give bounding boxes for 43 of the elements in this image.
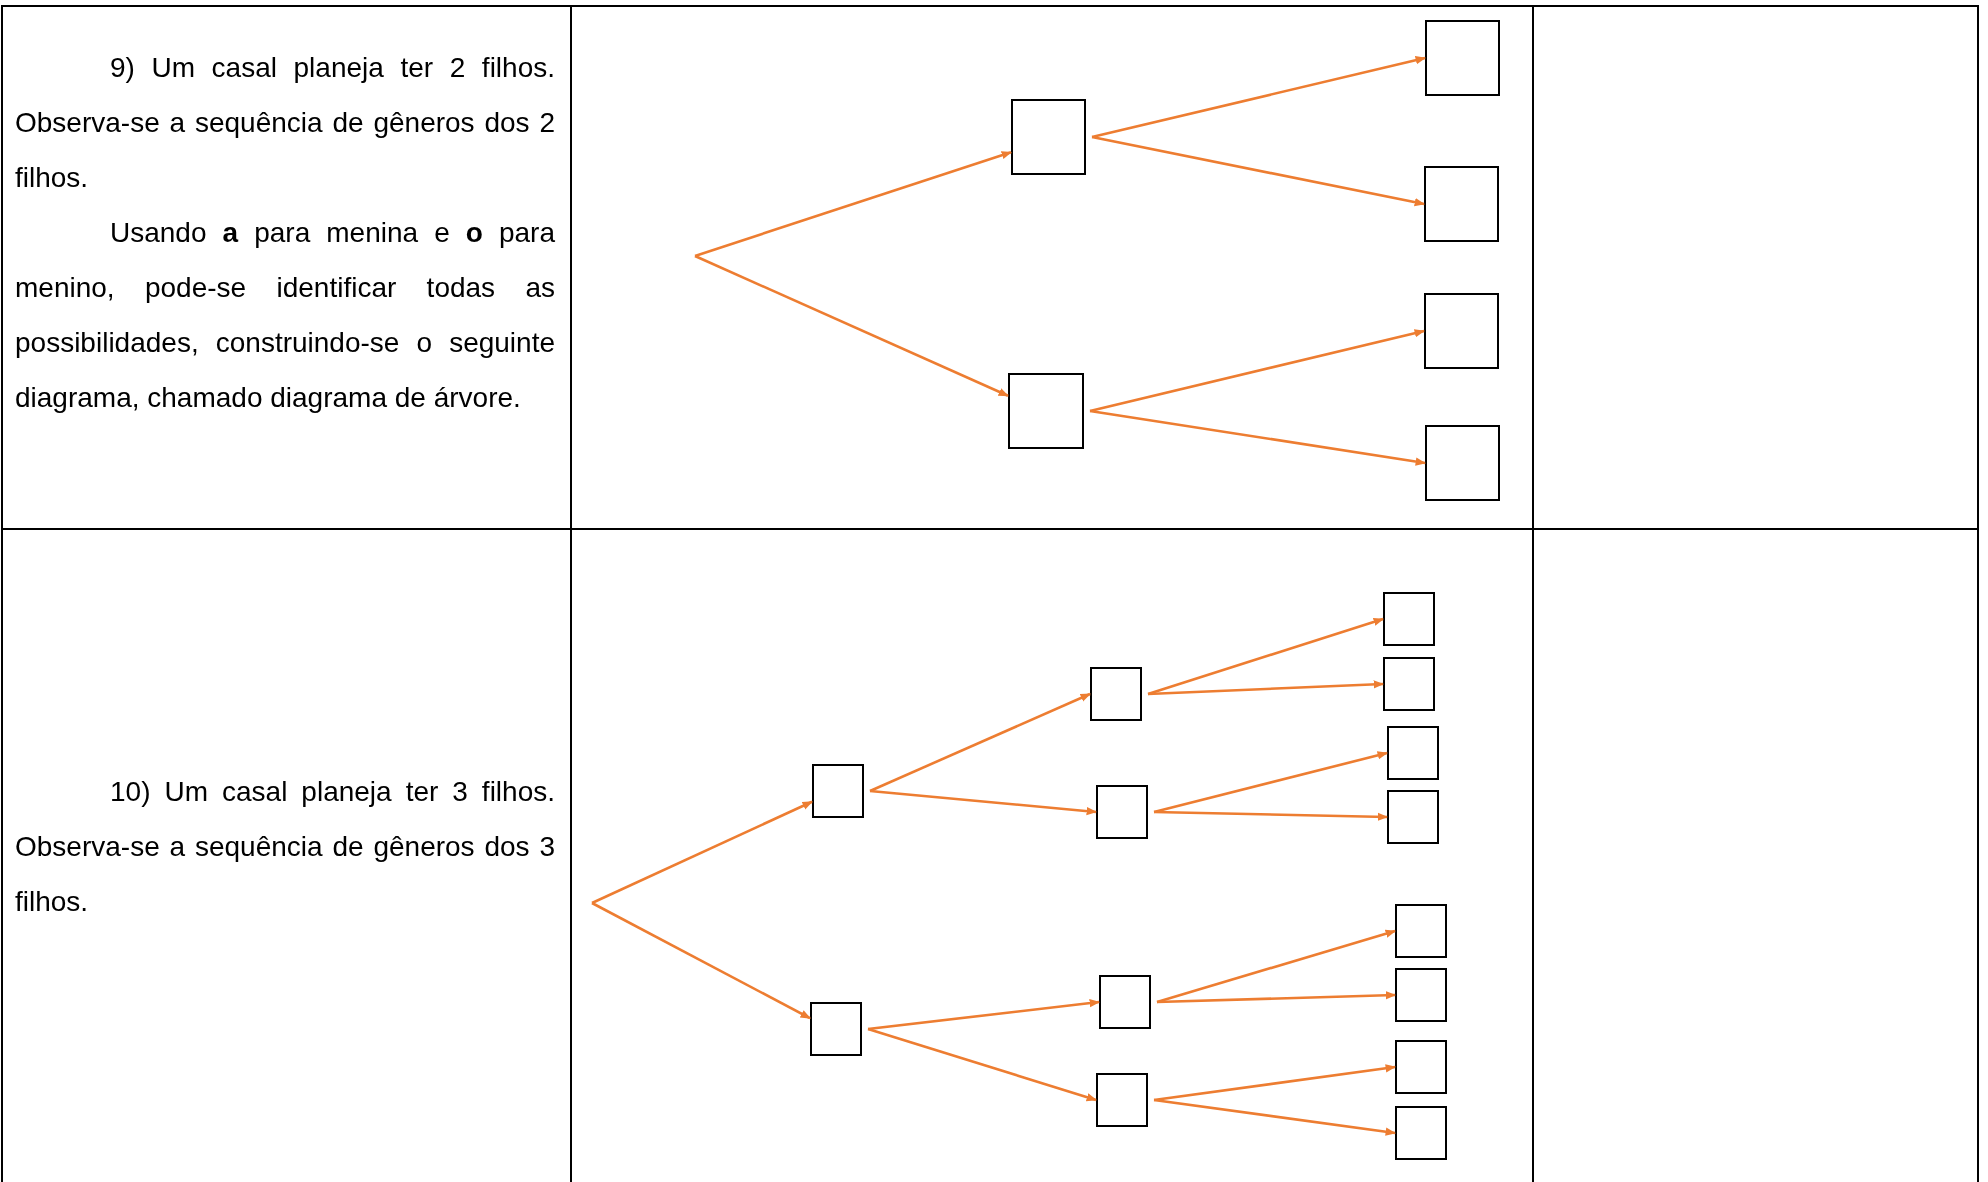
arrow bbox=[1091, 56, 1426, 139]
arrow bbox=[1156, 929, 1396, 1004]
question-text: 10) Um casal planeja ter 3 filhos. Observa-se a sequência de gêneros dos 3 filhos. bbox=[15, 775, 555, 919]
answer-box bbox=[1387, 790, 1439, 844]
answer-box bbox=[810, 1002, 862, 1056]
arrow bbox=[1089, 409, 1427, 466]
answer-box bbox=[1425, 425, 1500, 501]
answer-box bbox=[1099, 975, 1151, 1029]
answer-box bbox=[1395, 968, 1447, 1022]
arrow bbox=[1147, 617, 1384, 696]
answer-box bbox=[1387, 726, 1439, 780]
answer-box bbox=[1008, 373, 1084, 449]
arrow bbox=[867, 1027, 1097, 1102]
arrow bbox=[1153, 1098, 1397, 1136]
arrow bbox=[1091, 135, 1425, 207]
answer-box bbox=[1425, 20, 1500, 96]
arrow bbox=[869, 692, 1091, 793]
answer-box bbox=[1096, 1073, 1148, 1127]
arrow bbox=[1153, 751, 1388, 814]
answer-box bbox=[1383, 657, 1435, 711]
question-text: 9) Um casal planeja ter 2 filhos. Observa-se a sequência de gêneros dos 2 filhos. bbox=[15, 51, 555, 195]
arrow bbox=[1156, 991, 1397, 1004]
answer-box bbox=[1096, 785, 1148, 839]
answer-box bbox=[1395, 1040, 1447, 1094]
arrow bbox=[869, 789, 1098, 816]
answer-box bbox=[1090, 667, 1142, 721]
arrow bbox=[694, 254, 1009, 397]
arrow bbox=[1089, 329, 1425, 413]
arrow bbox=[591, 901, 811, 1020]
arrow bbox=[1153, 1064, 1397, 1102]
question-text: Usando a para menina e o para menino, pode-se identificar todas as possibilidades, construindo-se o seguinte diagrama, chamado diagrama de árvore. bbox=[15, 216, 555, 415]
answer-box bbox=[812, 764, 864, 818]
answer-box bbox=[1395, 1106, 1447, 1160]
answer-box bbox=[1424, 293, 1499, 369]
answer-box bbox=[1011, 99, 1086, 175]
answer-box bbox=[1424, 166, 1499, 242]
arrow bbox=[1147, 680, 1385, 696]
arrow bbox=[867, 998, 1101, 1031]
answer-box bbox=[1383, 592, 1435, 646]
answer-box bbox=[1395, 904, 1447, 958]
arrow bbox=[591, 800, 813, 905]
arrow bbox=[694, 150, 1012, 258]
arrow bbox=[1153, 810, 1389, 821]
